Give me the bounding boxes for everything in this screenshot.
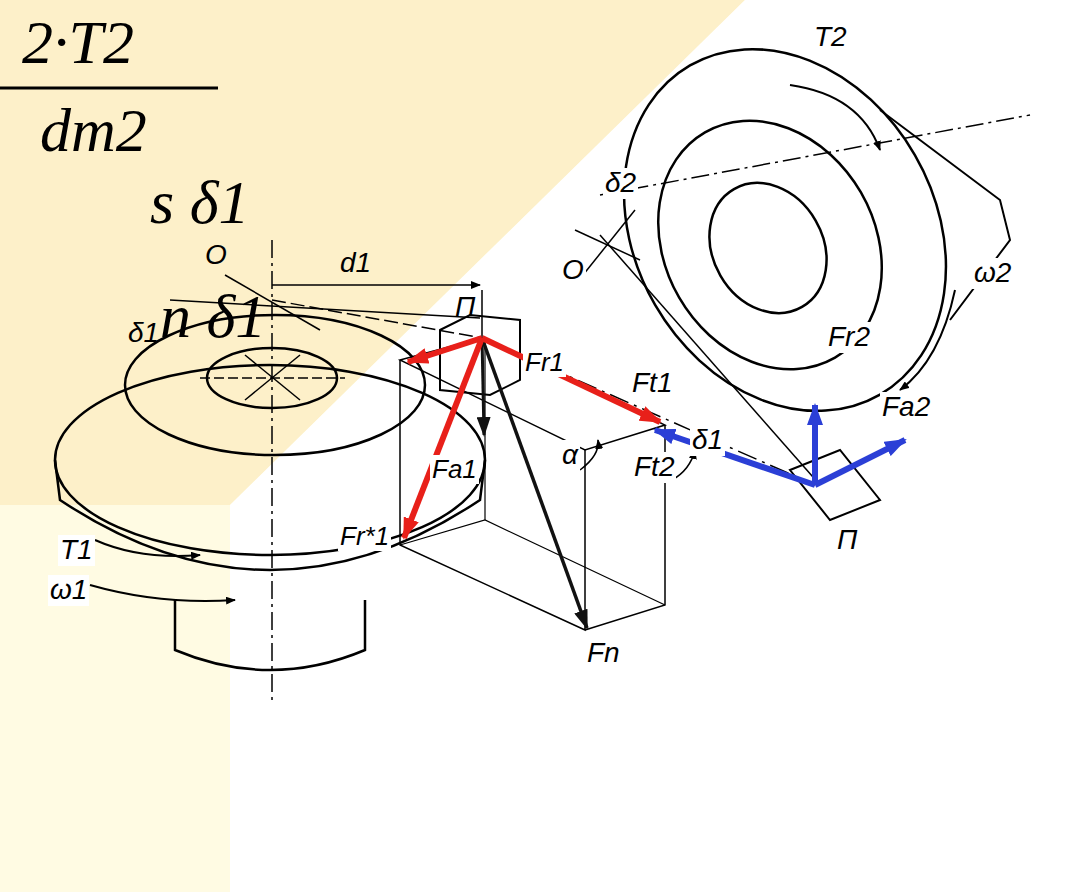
pitch-point-label: П bbox=[455, 292, 475, 323]
pitch-point-label: П bbox=[835, 525, 859, 556]
formula-fragment: n δ1 bbox=[160, 282, 266, 350]
angle-label: δ1 bbox=[128, 318, 159, 349]
force-label: Fr*1 bbox=[338, 522, 391, 551]
force-label: Fa1 bbox=[430, 455, 479, 484]
angle-label: δ1 bbox=[690, 425, 725, 456]
force-label: Fr1 bbox=[523, 348, 566, 377]
angular-velocity-label: ω1 bbox=[48, 575, 89, 606]
torque-label: T1 bbox=[58, 535, 95, 566]
force-label: Ft2 bbox=[632, 452, 676, 483]
diameter-label: d1 bbox=[340, 248, 371, 279]
force-label: Ft1 bbox=[630, 368, 674, 399]
angle-label: δ2 bbox=[603, 168, 638, 199]
apex-label: O bbox=[560, 255, 586, 286]
formula-fragment: s δ1 bbox=[150, 168, 249, 236]
angle-label: α bbox=[560, 440, 580, 471]
angular-velocity-label: ω2 bbox=[972, 258, 1013, 289]
force-label: Fr2 bbox=[826, 322, 872, 353]
formula-numerator: 2·T2 bbox=[22, 8, 134, 76]
apex-label: O bbox=[205, 240, 227, 271]
force-label: Fa2 bbox=[880, 392, 932, 423]
force-label: Fn bbox=[585, 638, 622, 669]
torque-label: T2 bbox=[812, 22, 849, 53]
formula-denominator: dm2 bbox=[40, 96, 147, 164]
